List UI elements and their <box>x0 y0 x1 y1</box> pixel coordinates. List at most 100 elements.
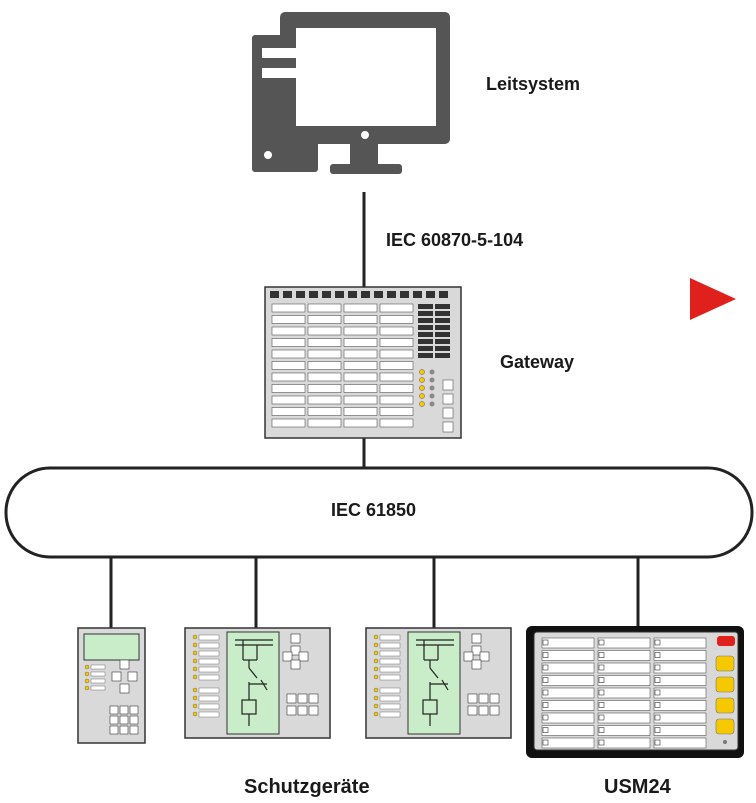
gateway-label-cell <box>379 384 414 393</box>
connection-lines <box>109 192 640 628</box>
annunciator-led <box>542 714 549 721</box>
gateway-top-led <box>400 291 409 298</box>
switch-line <box>248 667 258 679</box>
gateway-dark-indicator <box>418 339 433 344</box>
bay-led <box>192 658 198 664</box>
bay-led-label <box>379 674 401 681</box>
keypad-key <box>129 715 139 725</box>
annunciator-led <box>654 702 661 708</box>
bay-keypad-key <box>478 693 489 704</box>
gateway-dark-indicator <box>435 346 450 351</box>
annunciator-led <box>654 727 661 733</box>
bay-arrow-key <box>282 651 293 662</box>
gateway-dark-indicator <box>418 346 433 351</box>
relay-led-label <box>90 671 106 677</box>
gateway-label: Gateway <box>500 352 575 372</box>
annunciator-window <box>597 737 651 749</box>
bay-led-label <box>379 666 401 673</box>
annunciator-led <box>654 652 661 658</box>
gateway-label-cell <box>271 418 306 428</box>
gateway-label-cell <box>307 315 342 324</box>
bay-led <box>192 666 198 672</box>
annunciator-window <box>653 687 707 699</box>
bay-led <box>373 711 379 717</box>
annunciator-window <box>541 650 595 661</box>
bay-led <box>192 634 198 640</box>
bay-led <box>373 703 379 709</box>
bay-led-label <box>379 650 401 657</box>
gateway-label-cell <box>307 303 342 313</box>
gateway-led <box>429 393 435 399</box>
keypad-key <box>109 705 119 715</box>
bay-lcd <box>226 631 280 735</box>
annunciator-led <box>598 714 605 721</box>
annunciator-led <box>654 677 661 683</box>
bay-led-label <box>198 674 220 681</box>
bay-led-label <box>198 695 220 702</box>
annunciator-window <box>653 637 707 649</box>
arrow-key <box>119 659 130 670</box>
relay-led <box>84 678 90 684</box>
computer-base <box>330 164 402 174</box>
gateway-label-cell <box>343 338 378 347</box>
brand-logo <box>717 636 735 646</box>
bay-keypad-key <box>286 705 297 716</box>
keypad-key <box>129 725 139 735</box>
bay-led <box>373 650 379 656</box>
monitor-button <box>361 131 369 139</box>
red-arrow-icon <box>690 278 736 320</box>
gateway-label-cell <box>379 303 414 313</box>
protection-devices-label: Schutzgeräte <box>244 776 370 798</box>
annunciator-window <box>597 637 651 649</box>
bay-led <box>373 687 379 693</box>
gateway-key <box>442 379 454 391</box>
bay-led <box>192 703 198 709</box>
gateway-key <box>442 393 454 405</box>
keypad-key <box>119 725 129 735</box>
gateway-label-cell <box>271 349 306 359</box>
computer-icon <box>252 12 450 174</box>
gateway-label-cell <box>343 372 378 382</box>
annunciator-led <box>542 652 549 658</box>
bay-led-label <box>198 634 220 641</box>
gateway-led <box>429 401 435 407</box>
protection-device-bay-1 <box>184 627 331 739</box>
annunciator-led <box>542 727 549 733</box>
bay-led <box>373 642 379 648</box>
gateway-label-cell <box>307 349 342 359</box>
annunciator-button <box>715 676 735 693</box>
gateway-label-cell <box>307 361 342 370</box>
arrow-key <box>111 671 122 682</box>
gateway-led <box>419 401 425 407</box>
bay-led <box>192 674 198 680</box>
protection-device-small <box>77 627 146 744</box>
gateway-label-cell <box>271 407 306 416</box>
gateway-led <box>419 369 425 375</box>
gateway-dark-indicator <box>435 332 450 337</box>
protection-device-bay-2 <box>365 627 512 739</box>
annunciator-led <box>542 689 549 696</box>
gateway-label-cell <box>343 384 378 393</box>
annunciator-window <box>541 637 595 649</box>
gateway-dark-indicator <box>435 304 450 309</box>
annunciator-led <box>654 664 661 671</box>
gateway-led <box>419 385 425 391</box>
annunciator-window <box>653 675 707 686</box>
annunciator-window <box>541 662 595 674</box>
bay-led-label <box>198 658 220 665</box>
gateway-dark-indicator <box>418 332 433 337</box>
power-button <box>264 151 272 159</box>
gateway-dark-indicator <box>435 311 450 316</box>
gateway-label-cell <box>271 395 306 405</box>
bay-keypad-key <box>286 693 297 704</box>
annunciator-button <box>715 697 735 714</box>
relay-led <box>84 664 90 670</box>
bay-keypad-key <box>489 705 500 716</box>
relay-led <box>84 685 90 691</box>
gateway-label-cell <box>271 326 306 336</box>
gateway-label-cell <box>271 384 306 393</box>
annunciator-led <box>654 739 661 746</box>
bay-led <box>192 695 198 701</box>
relay-led <box>84 671 90 677</box>
bay-arrow-key <box>471 659 482 670</box>
